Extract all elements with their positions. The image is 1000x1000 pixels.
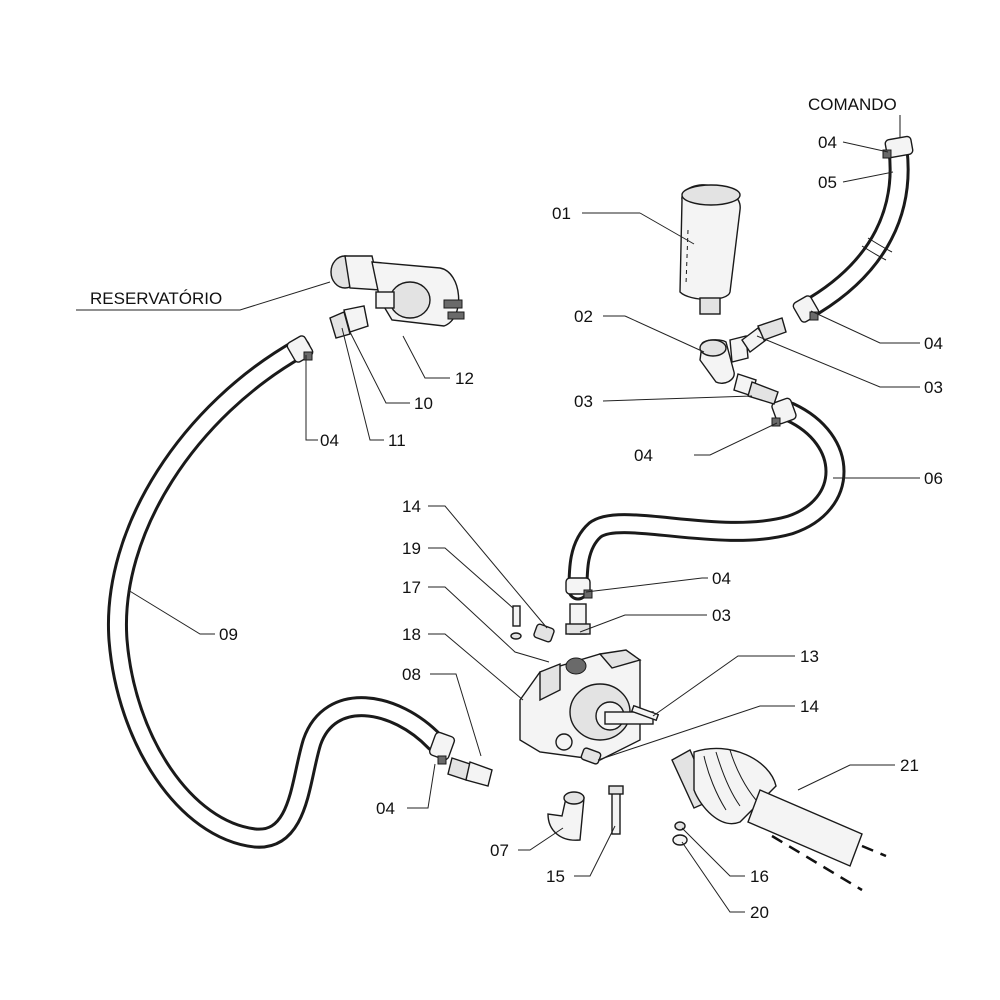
callout-04: 04 [712, 569, 731, 588]
hose-05 [804, 139, 910, 316]
annotation-comando: COMANDO [808, 95, 897, 114]
annotation-reservatorio: RESERVATÓRIO [90, 289, 222, 308]
callout-16: 16 [750, 867, 769, 886]
callout-03: 03 [924, 378, 943, 397]
plug-14 [533, 623, 555, 643]
callout-04: 04 [320, 431, 339, 450]
callout-18: 18 [402, 625, 421, 644]
leader-lines [76, 141, 920, 913]
callout-04: 04 [634, 446, 653, 465]
callout-02: 02 [574, 307, 593, 326]
connector-08 [447, 757, 493, 787]
pto-shaft [671, 747, 887, 892]
callout-07: 07 [490, 841, 509, 860]
callout-21: 21 [900, 756, 919, 775]
callout-17: 17 [402, 578, 421, 597]
bolt-15 [608, 785, 624, 835]
pump-nipple [565, 603, 591, 635]
hose-clamp [882, 135, 914, 159]
callout-06: 06 [924, 469, 943, 488]
callout-09: 09 [219, 625, 238, 644]
callout-13: 13 [800, 647, 819, 666]
elbow-07 [547, 791, 585, 841]
callout-03: 03 [712, 606, 731, 625]
callout-14: 14 [402, 497, 421, 516]
hose-nipple [329, 305, 369, 339]
callout-11: 11 [388, 431, 406, 450]
callout-20: 20 [750, 903, 769, 922]
callout-labels: COMANDO RESERVATÓRIO 04 05 01 02 03 04 0… [90, 95, 943, 922]
callout-05: 05 [818, 173, 837, 192]
reservoir-valve [330, 255, 465, 327]
callout-04: 04 [924, 334, 943, 353]
callout-04: 04 [376, 799, 395, 818]
key-13 [630, 704, 660, 722]
nut-20 [672, 834, 688, 846]
small-bolt-19 [510, 605, 522, 640]
elbow-fitting [699, 335, 749, 384]
callout-12: 12 [455, 369, 474, 388]
callout-19: 19 [402, 539, 421, 558]
hose-clamp [565, 577, 593, 599]
callout-14: 14 [800, 697, 819, 716]
callout-01: 01 [552, 204, 571, 223]
pump-body [519, 649, 654, 761]
nipple-fitting [733, 373, 779, 405]
hose-clamp [771, 397, 797, 427]
callout-08: 08 [402, 665, 421, 684]
nipple-fitting [741, 317, 787, 354]
filter-canister [679, 184, 741, 315]
hose-clamp [428, 731, 456, 765]
callout-04: 04 [818, 133, 837, 152]
callout-03: 03 [574, 392, 593, 411]
callout-15: 15 [546, 867, 565, 886]
callout-10: 10 [414, 394, 433, 413]
hose-06 [567, 401, 846, 601]
hose-09 [106, 337, 446, 849]
